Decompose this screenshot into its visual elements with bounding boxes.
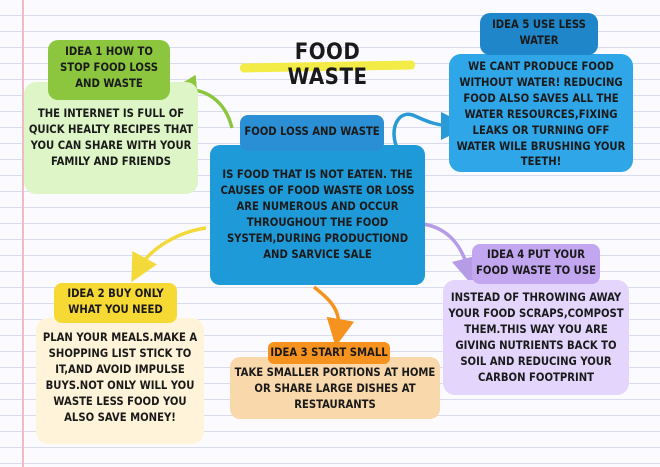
center-heading: FOOD LOSS AND WASTE (240, 115, 384, 151)
page-title: FOOD WASTE (287, 40, 368, 90)
idea2-title-text: IDEA 2 BUY ONLY WHAT YOU NEED (67, 287, 164, 316)
idea2-body: PLAN YOUR MEALS.MAKE A SHOPPING LIST STI… (36, 318, 204, 444)
margin-line (22, 0, 24, 467)
idea1-body: THE INTERNET IS FULL OF QUICK HEALTY REC… (24, 82, 198, 194)
idea5-text: WE CANT PRODUCE FOOD WITHOUT WATER! REDU… (456, 60, 626, 169)
idea3-title: IDEA 3 START SMALL (268, 342, 390, 364)
idea4-title: IDEA 4 PUT YOUR FOOD WASTE TO USE (472, 244, 600, 284)
idea5-title-text: IDEA 5 USE LESS WATER (492, 18, 586, 47)
center-body: IS FOOD THAT IS NOT EATEN. THE CAUSES OF… (210, 145, 425, 285)
center-heading-text: FOOD LOSS AND WASTE (244, 125, 380, 138)
idea4-title-text: IDEA 4 PUT YOUR FOOD WASTE TO USE (476, 248, 596, 277)
arrow-to-idea2 (131, 226, 207, 283)
idea1-text: THE INTERNET IS FULL OF QUICK HEALTY REC… (28, 107, 194, 168)
idea3-text: TAKE SMALLER PORTIONS AT HOME OR SHARE L… (234, 366, 436, 411)
arrow-to-idea4 (422, 222, 480, 286)
idea2-title: IDEA 2 BUY ONLY WHAT YOU NEED (54, 283, 177, 323)
idea3-title-text: IDEA 3 START SMALL (270, 346, 388, 359)
idea2-text: PLAN YOUR MEALS.MAKE A SHOPPING LIST STI… (42, 331, 198, 424)
center-text: IS FOOD THAT IS NOT EATEN. THE CAUSES OF… (220, 168, 415, 261)
idea5-title: IDEA 5 USE LESS WATER (480, 13, 598, 55)
idea5-body: WE CANT PRODUCE FOOD WITHOUT WATER! REDU… (449, 54, 633, 172)
idea4-text: INSTEAD OF THROWING AWAY YOUR FOOD SCRAP… (448, 291, 624, 384)
arrow-to-idea3 (312, 285, 355, 347)
idea4-body: INSTEAD OF THROWING AWAY YOUR FOOD SCRAP… (443, 280, 629, 395)
arrow-to-idea5 (392, 111, 469, 151)
idea1-title-text: IDEA 1 HOW TO STOP FOOD LOSS AND WASTE (60, 45, 158, 90)
idea3-body: TAKE SMALLER PORTIONS AT HOME OR SHARE L… (230, 357, 440, 419)
idea1-title: IDEA 1 HOW TO STOP FOOD LOSS AND WASTE (48, 40, 170, 100)
